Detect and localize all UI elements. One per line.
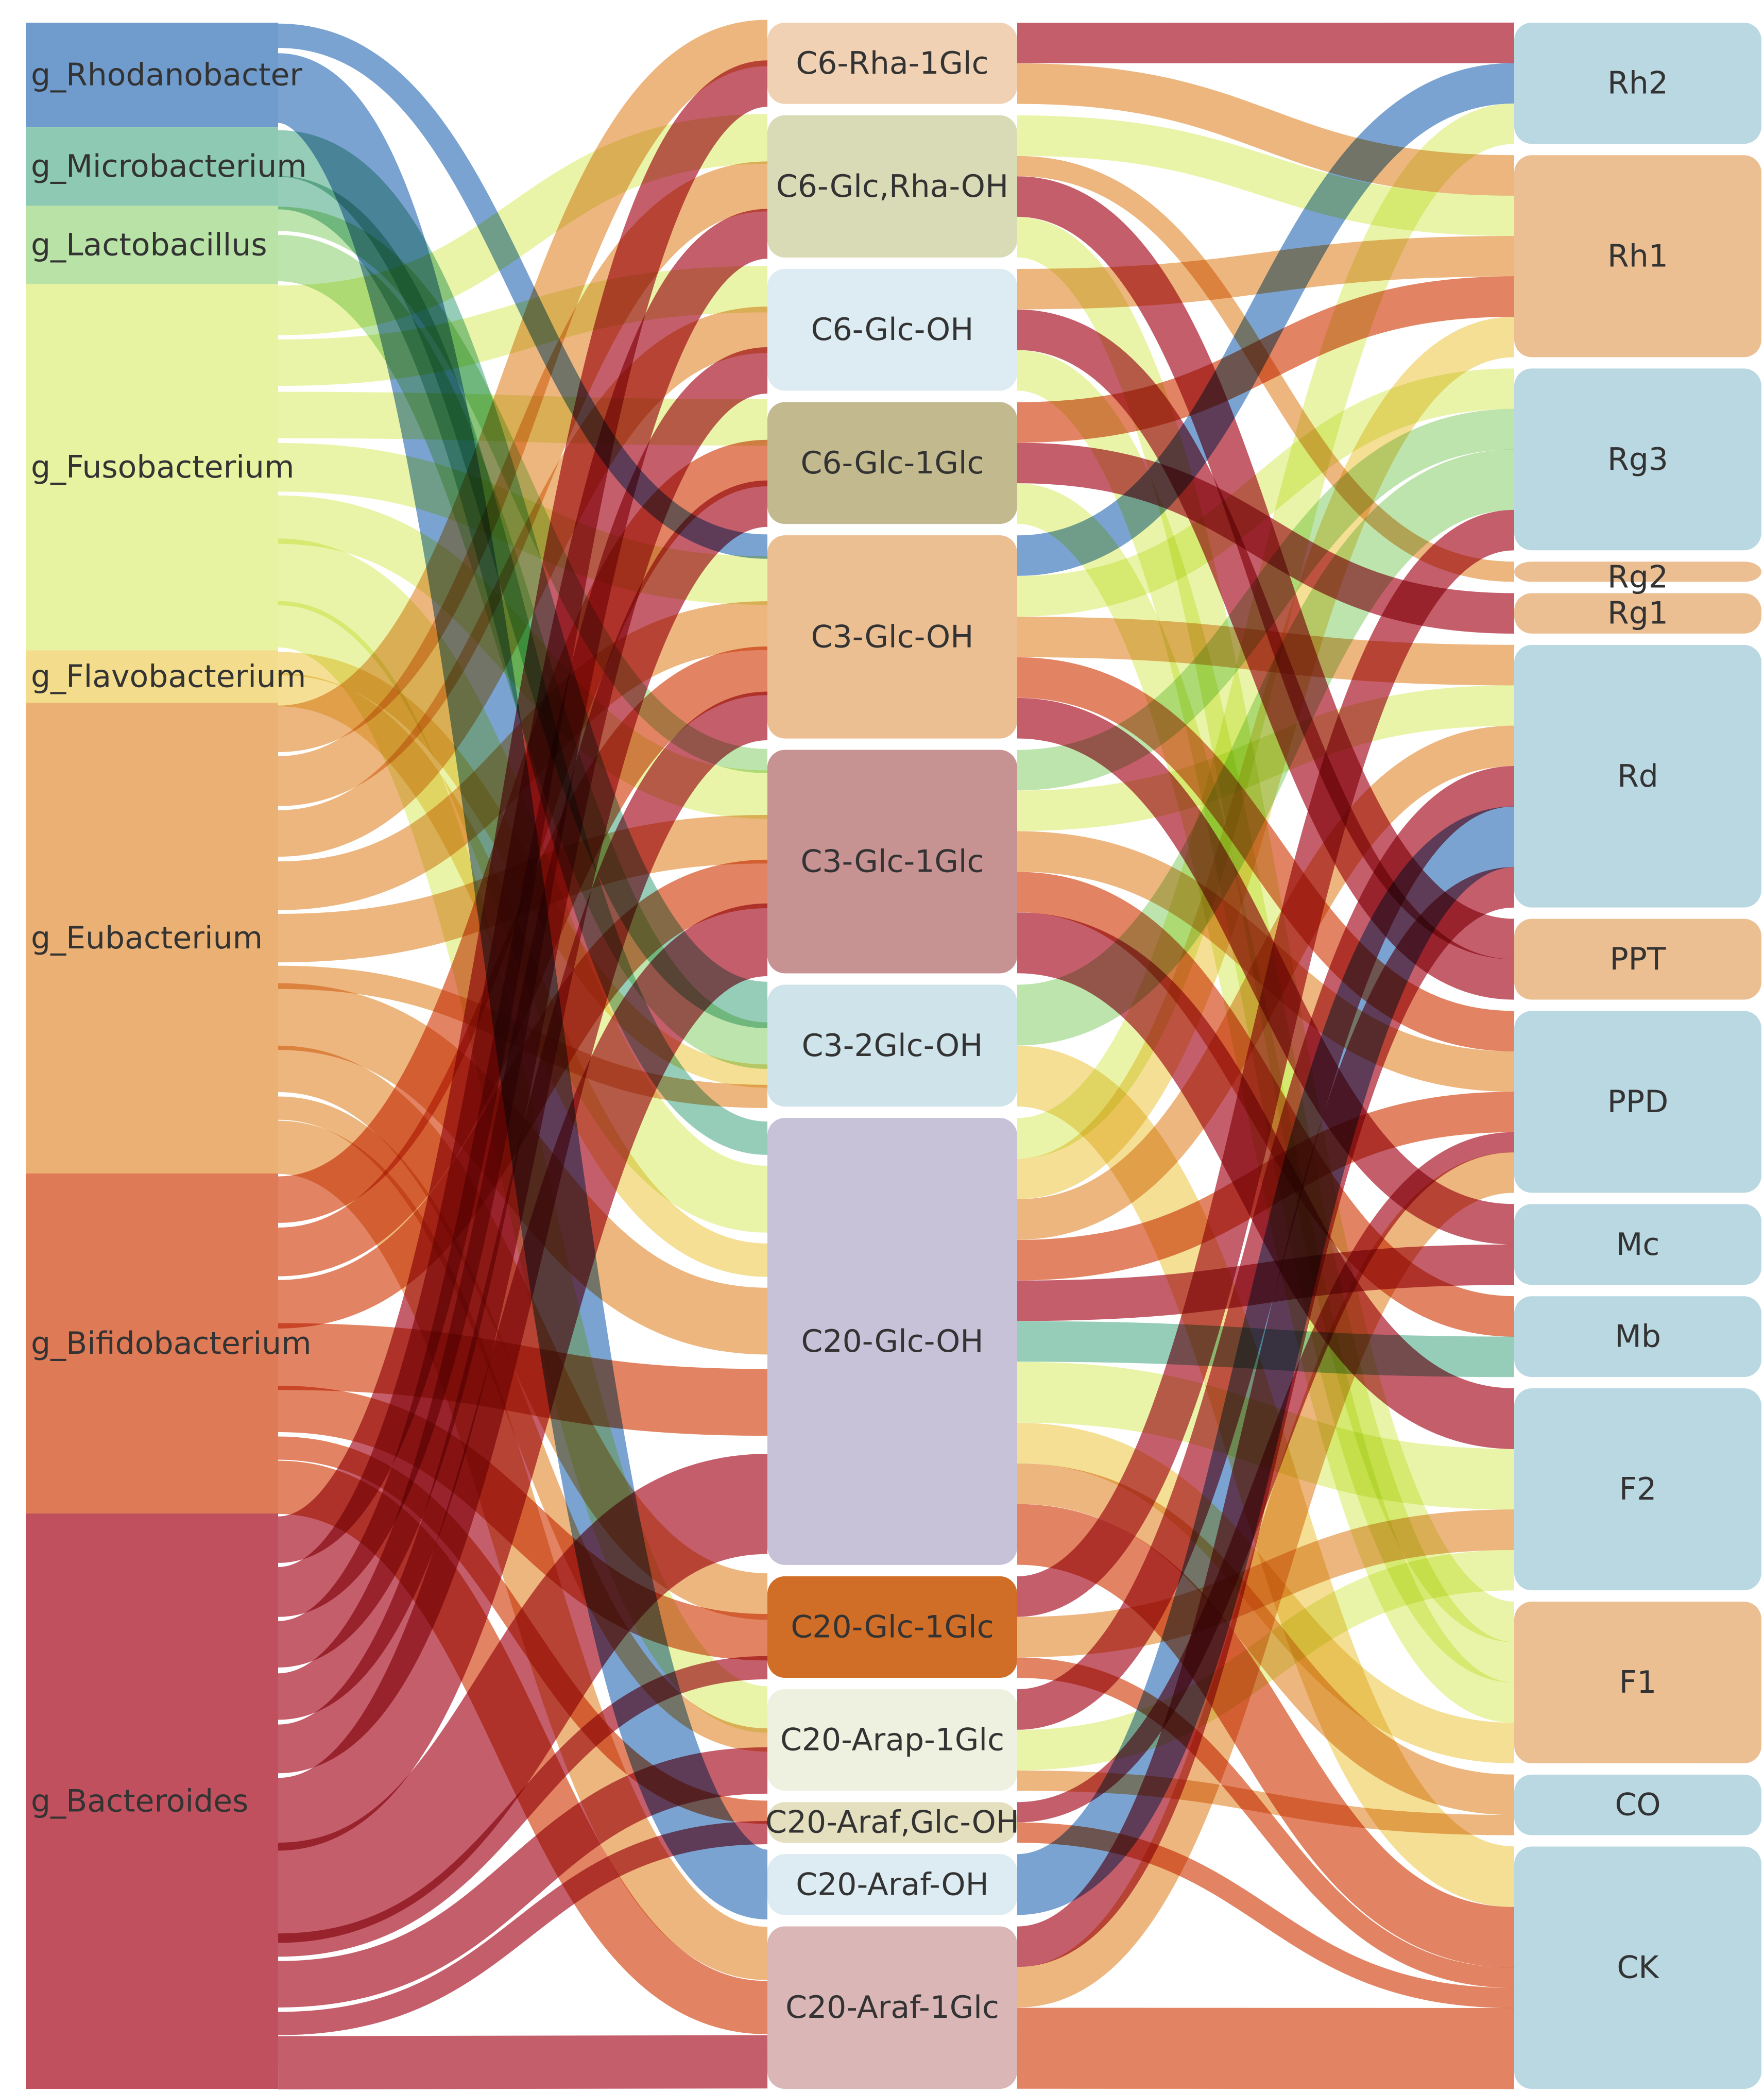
label-rg1: Rg1: [1607, 596, 1668, 632]
node-rh1: [1514, 155, 1761, 358]
label-lactobacillus: g_Lactobacillus: [31, 227, 267, 263]
flow-links: [275, 20, 1516, 2089]
label-bacteroides: g_Bacteroides: [31, 1783, 248, 1819]
node-c3glc1glc: [767, 750, 1017, 974]
node-rhodanobacter: [26, 23, 278, 128]
flow-link-bacteroides-to-c20glcoh: [277, 1454, 769, 1943]
label-co: CO: [1615, 1787, 1660, 1823]
node-c6rha1glc: [767, 23, 1017, 104]
flow-link-bacteroides-to-c20glc1glc: [278, 1656, 768, 1957]
label-c20arafglcoh: C20-Araf,Glc-OH: [765, 1805, 1019, 1841]
node-ck: [1514, 1846, 1761, 2089]
flow-link-bacteroides-to-c20arafglcoh: [278, 1821, 768, 2035]
label-rh2: Rh2: [1607, 65, 1668, 101]
node-fusobacterium: [26, 284, 278, 651]
label-c20araf1glc: C20-Araf-1Glc: [785, 1989, 999, 2026]
label-c20arafoh: C20-Araf-OH: [796, 1866, 989, 1902]
flow-link-c20glcoh-to-rh1: [1016, 316, 1515, 1199]
flow-link-c20araf1glc-to-ppd: [1016, 1152, 1515, 2008]
label-c20arap1glc: C20-Arap-1Glc: [780, 1722, 1004, 1758]
node-eubacterium: [26, 703, 278, 1173]
node-c6glcoh: [767, 268, 1017, 391]
node-labels: g_Rhodanobacter g_Microbacterium g_Lactoba…: [31, 45, 1668, 2026]
label-c6glcrhaoh: C6-Glc,Rha-OH: [776, 168, 1008, 205]
node-bacteroides: [26, 1513, 278, 2089]
label-c6glc1glc: C6-Glc-1Glc: [800, 445, 984, 481]
node-rd: [1514, 644, 1761, 908]
node-c20arafglcoh: [767, 1802, 1017, 1843]
node-rh2: [1514, 23, 1761, 144]
node-mc: [1514, 1204, 1761, 1285]
flow-link-c3glcoh-to-ppd: [1017, 657, 1515, 1052]
label-ppd: PPD: [1607, 1084, 1669, 1120]
node-flavobacterium: [26, 650, 278, 703]
node-mb: [1514, 1296, 1761, 1377]
label-f2: F2: [1619, 1471, 1657, 1507]
node-rg3: [1514, 368, 1761, 551]
label-c6glcoh: C6-Glc-OH: [811, 312, 974, 348]
flow-link-c20araf1glc-to-rd: [1016, 867, 1515, 1967]
node-f1: [1514, 1602, 1761, 1763]
flow-link-c20arap1glc-to-f2: [1017, 1550, 1515, 1771]
label-c6rha1glc: C6-Rha-1Glc: [796, 45, 988, 81]
label-fusobacterium: g_Fusobacterium: [31, 449, 294, 485]
flow-link-bacteroides-to-c20arap1glc: [278, 1747, 768, 2008]
label-bifidobacterium: g_Bifidobacterium: [31, 1325, 312, 1362]
label-c20glc1glc: C20-Glc-1Glc: [791, 1609, 994, 1645]
flow-link-c20glcoh-to-rh2: [1016, 103, 1515, 1159]
node-rg1: [1514, 593, 1761, 634]
label-c3glc1glc: C3-Glc-1Glc: [800, 844, 984, 880]
label-rd: Rd: [1617, 758, 1658, 794]
node-rg2: [1514, 562, 1761, 582]
node-lactobacillus: [26, 206, 278, 284]
label-c3glcoh: C3-Glc-OH: [811, 619, 974, 655]
flow-link-c3glcoh-to-rh2: [1017, 63, 1515, 576]
node-ppt: [1514, 919, 1761, 1000]
node-f2: [1514, 1388, 1761, 1591]
flow-link-bacteroides-to-c3glc1glc: [276, 903, 769, 1851]
node-c6glc1glc: [767, 402, 1017, 524]
label-mc: Mc: [1616, 1227, 1660, 1263]
label-ck: CK: [1617, 1950, 1659, 1986]
node-co: [1514, 1774, 1761, 1835]
node-c20arafoh: [767, 1854, 1017, 1915]
label-c32glcoh: C3-2Glc-OH: [802, 1028, 983, 1064]
label-rg3: Rg3: [1607, 441, 1668, 478]
node-microbacterium: [26, 127, 278, 206]
label-rhodanobacter: g_Rhodanobacter: [31, 57, 302, 93]
label-rg2: Rg2: [1607, 559, 1668, 595]
node-bifidobacterium: [26, 1173, 278, 1514]
label-flavobacterium: g_Flavobacterium: [31, 658, 306, 694]
node-c3glcoh: [767, 535, 1017, 739]
flow-link-c20glc1glc-to-rg3: [1016, 509, 1515, 1617]
label-f1: F1: [1619, 1664, 1657, 1700]
flow-link-c6glcoh-to-rh1: [1017, 235, 1515, 310]
node-c20arap1glc: [767, 1689, 1017, 1791]
flow-link-c20glc1glc-to-ck: [1017, 1657, 1515, 1988]
label-microbacterium: g_Microbacterium: [31, 148, 307, 184]
flow-link-eubacterium-to-c6rha1glc: [277, 20, 768, 752]
flow-nodes: [26, 23, 1761, 2089]
label-eubacterium: g_Eubacterium: [31, 920, 263, 956]
node-c20araf1glc: [767, 1926, 1017, 2089]
label-mb: Mb: [1615, 1319, 1661, 1355]
label-c20glcoh: C20-Glc-OH: [801, 1323, 984, 1359]
node-c6glcrhaoh: [767, 115, 1017, 258]
flow-link-bacteroides-to-c3glcoh: [277, 691, 769, 1774]
flow-link-bacteroides-to-c20araf1glc: [278, 2035, 768, 2089]
node-c20glcoh: [767, 1118, 1017, 1565]
node-c20glc1glc: [767, 1576, 1017, 1678]
label-rh1: Rh1: [1607, 238, 1668, 274]
node-c32glcoh: [767, 984, 1017, 1107]
node-ppd: [1514, 1011, 1761, 1193]
flow-link-bacteroides-to-c6glc1glc: [277, 480, 769, 1720]
label-ppt: PPT: [1609, 941, 1666, 977]
